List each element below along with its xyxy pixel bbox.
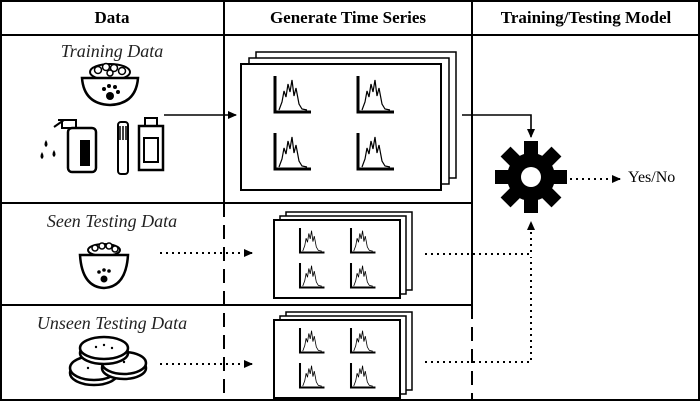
- label-training-data: Training Data: [60, 41, 164, 61]
- cleaning-spray-bottle-icon: [40, 119, 98, 174]
- arrow-series-to-model: [462, 114, 535, 138]
- arrow-seen-to-model: [425, 221, 535, 255]
- header-data: Data: [94, 8, 130, 27]
- pet-food-bowl-icon: [78, 242, 130, 290]
- header-generate-time-series: Generate Time Series: [269, 8, 427, 27]
- toothpaste-tube-icon: [137, 117, 165, 172]
- label-seen-testing-data: Seen Testing Data: [46, 211, 178, 231]
- header-training-testing-model: Training/Testing Model: [500, 8, 672, 27]
- toothbrush-icon: [117, 121, 129, 175]
- gear-icon: [495, 141, 567, 213]
- arrow-unseen-to-model: [425, 257, 532, 363]
- seen-series-stack: [273, 211, 413, 299]
- cookies-icon: [68, 335, 148, 387]
- label-unseen-testing-data: Unseen Testing Data: [36, 313, 188, 333]
- pet-food-bowl-icon: [80, 62, 140, 107]
- unseen-series-stack: [273, 311, 413, 399]
- output-yes-no: Yes/No: [628, 169, 676, 186]
- training-series-stack: [240, 51, 457, 191]
